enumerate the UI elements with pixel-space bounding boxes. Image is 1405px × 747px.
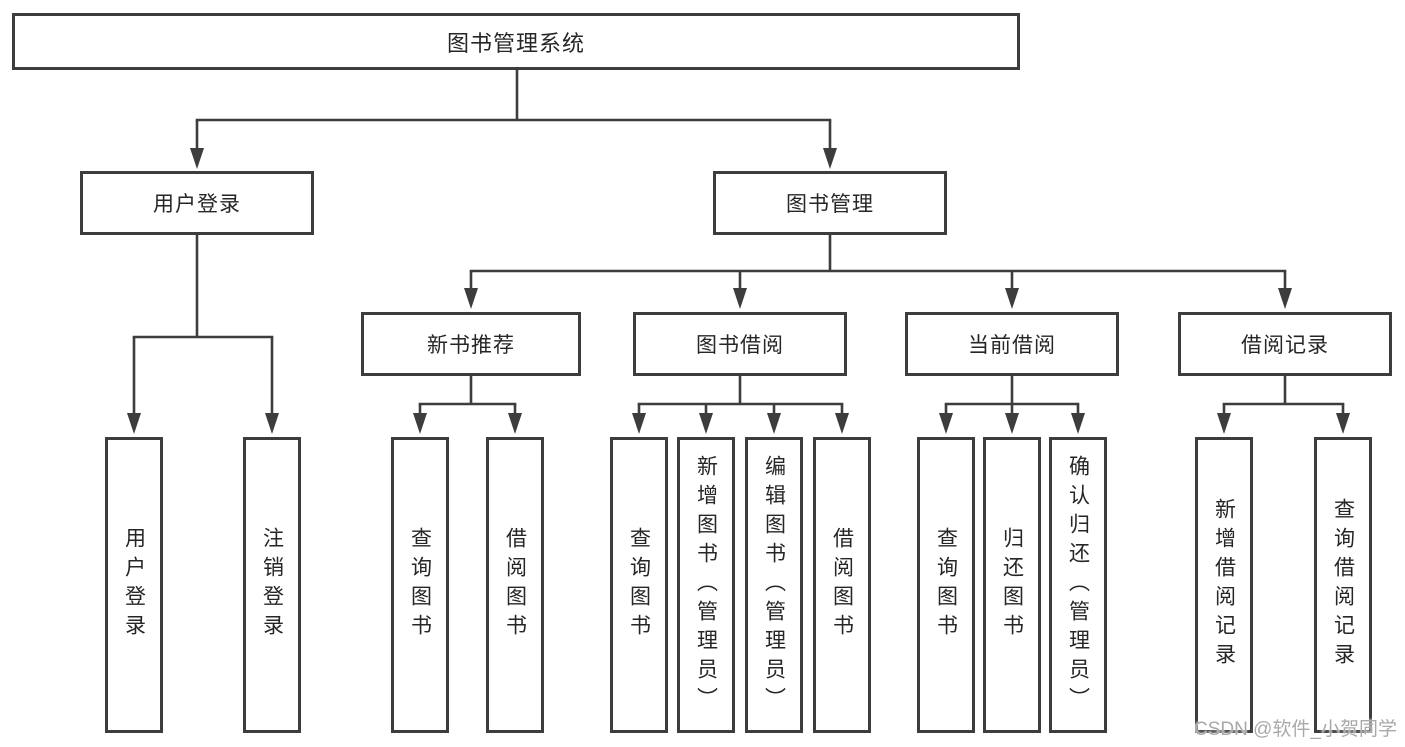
node-return-book-label: 归还图书 — [1000, 527, 1024, 643]
node-query-books-borrow-label: 查询图书 — [627, 527, 651, 643]
node-current-borrow-label: 当前借阅 — [968, 334, 1056, 357]
arrow-icon — [767, 413, 781, 434]
arrow-icon — [1071, 413, 1085, 434]
node-query-borrow-record: 查询借阅记录 — [1314, 437, 1372, 733]
node-root-label: 图书管理系统 — [446, 30, 585, 56]
node-new-book-recommend-label: 新书推荐 — [427, 334, 515, 357]
arrow-icon — [190, 148, 204, 169]
node-borrow-records: 借阅记录 — [1178, 312, 1392, 376]
node-book-management-label: 图书管理 — [786, 193, 874, 216]
arrow-icon — [413, 413, 427, 434]
node-borrow-books-recommend-label: 借阅图书 — [503, 527, 527, 643]
node-book-borrow: 图书借阅 — [633, 312, 847, 376]
node-book-borrow-label: 图书借阅 — [696, 334, 784, 357]
arrow-icon — [632, 413, 646, 434]
node-query-books-borrow: 查询图书 — [610, 437, 668, 733]
node-query-books-current-label: 查询图书 — [934, 527, 958, 643]
node-book-management: 图书管理 — [713, 171, 947, 235]
arrow-icon — [1005, 413, 1019, 434]
node-query-books-recommend-label: 查询图书 — [408, 527, 432, 643]
node-add-book-admin-label: 新增图书（管理员） — [694, 454, 718, 716]
node-user-login: 用户登录 — [80, 171, 314, 235]
node-edit-book-admin-label: 编辑图书（管理员） — [762, 454, 786, 716]
node-leaf-user-login: 用户登录 — [105, 437, 163, 733]
arrow-icon — [508, 413, 522, 434]
node-root: 图书管理系统 — [12, 13, 1020, 70]
arrow-icon — [823, 148, 837, 169]
arrow-icon — [733, 288, 747, 309]
node-add-borrow-record: 新增借阅记录 — [1195, 437, 1253, 733]
node-current-borrow: 当前借阅 — [905, 312, 1119, 376]
node-borrow-records-label: 借阅记录 — [1241, 334, 1329, 357]
watermark: CSDN @软件_小贺同学 — [1194, 719, 1397, 740]
node-confirm-return-admin-label: 确认归还（管理员） — [1066, 454, 1090, 716]
arrow-icon — [835, 413, 849, 434]
arrow-icon — [127, 413, 141, 434]
arrow-icon — [464, 288, 478, 309]
arrow-icon — [939, 413, 953, 434]
arrow-icon — [265, 413, 279, 434]
node-query-books-recommend: 查询图书 — [391, 437, 449, 733]
node-add-borrow-record-label: 新增借阅记录 — [1212, 498, 1236, 672]
node-borrow-books-borrow-label: 借阅图书 — [830, 527, 854, 643]
node-new-book-recommend: 新书推荐 — [361, 312, 581, 376]
arrow-icon — [699, 413, 713, 434]
node-user-login-label: 用户登录 — [153, 193, 241, 216]
node-leaf-logout-label: 注销登录 — [260, 527, 284, 643]
arrow-icon — [1278, 288, 1292, 309]
node-return-book: 归还图书 — [983, 437, 1041, 733]
arrow-icon — [1005, 288, 1019, 309]
node-borrow-books-recommend: 借阅图书 — [486, 437, 544, 733]
node-add-book-admin: 新增图书（管理员） — [677, 437, 735, 733]
arrow-icon — [1217, 413, 1231, 434]
node-leaf-user-login-label: 用户登录 — [122, 527, 146, 643]
arrow-icon — [1336, 413, 1350, 434]
node-edit-book-admin: 编辑图书（管理员） — [745, 437, 803, 733]
node-query-books-current: 查询图书 — [917, 437, 975, 733]
node-confirm-return-admin: 确认归还（管理员） — [1049, 437, 1107, 733]
node-query-borrow-record-label: 查询借阅记录 — [1331, 498, 1355, 672]
node-borrow-books-borrow: 借阅图书 — [813, 437, 871, 733]
node-leaf-logout: 注销登录 — [243, 437, 301, 733]
